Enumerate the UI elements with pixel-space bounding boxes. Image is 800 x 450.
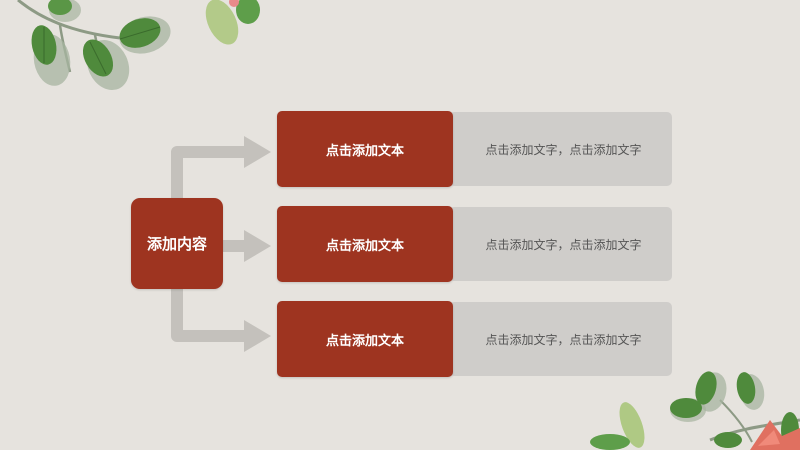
source-box: 添加内容 bbox=[131, 198, 223, 289]
row-3-title-box[interactable]: 点击添加文本 bbox=[277, 301, 453, 377]
row-2-body-box[interactable]: 点击添加文字，点击添加文字 bbox=[449, 207, 672, 281]
arrow-head-middle bbox=[244, 230, 271, 262]
row-3-body-box[interactable]: 点击添加文字，点击添加文字 bbox=[449, 302, 672, 376]
row-1-title-box[interactable]: 点击添加文本 bbox=[277, 111, 453, 187]
row-1: 点击添加文本 点击添加文字，点击添加文字 bbox=[277, 111, 672, 187]
row-3: 点击添加文本 点击添加文字，点击添加文字 bbox=[277, 301, 672, 377]
row-2-title-box[interactable]: 点击添加文本 bbox=[277, 206, 453, 282]
arrow-head-bottom bbox=[244, 320, 271, 352]
arrow-head-top bbox=[244, 136, 271, 168]
row-2: 点击添加文本 点击添加文字，点击添加文字 bbox=[277, 206, 672, 282]
row-1-body-box[interactable]: 点击添加文字，点击添加文字 bbox=[449, 112, 672, 186]
